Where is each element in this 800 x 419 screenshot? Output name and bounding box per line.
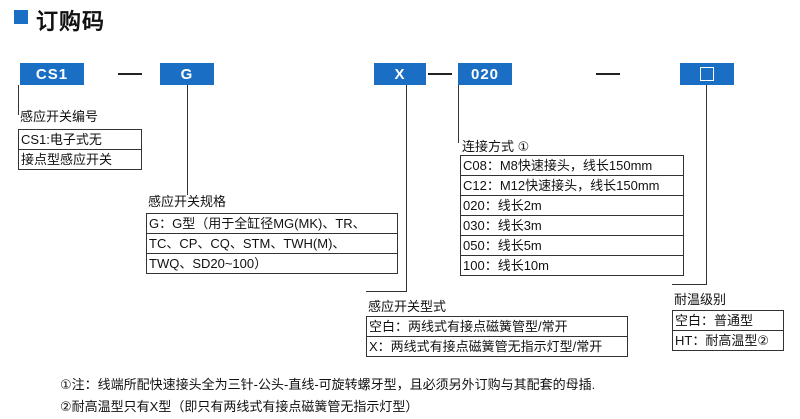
code-box-x: X xyxy=(374,63,426,85)
dash-3 xyxy=(596,73,620,75)
note-2: ②耐高温型只有X型（即只有两线式有接点磁簧管无指示灯型） xyxy=(60,399,419,414)
code-x-label: X xyxy=(394,65,406,83)
code-box-g: G xyxy=(160,63,214,85)
table-row: TWQ、SD20~100） xyxy=(147,254,397,274)
empty-square-icon xyxy=(700,67,714,81)
table-row: 100：线长10m xyxy=(461,256,683,276)
dash-2 xyxy=(428,73,452,75)
sensor-number-title: 感应开关编号 xyxy=(20,109,99,124)
table-row: X：两线式有接点磁簧管无指示灯型/常开 xyxy=(367,337,627,357)
title-marker xyxy=(14,10,28,24)
sensor-spec-table: G：G型（用于全缸径MG(MK)、TR、 TC、CP、CQ、STM、TWH(M)… xyxy=(146,213,398,274)
connection-title: 连接方式 ① xyxy=(462,139,530,154)
table-row: 030：线长3m xyxy=(461,216,683,236)
sensor-type-table: 空白：两线式有接点磁簧管型/常开 X：两线式有接点磁簧管无指示灯型/常开 xyxy=(366,316,628,357)
connector-temp-h xyxy=(672,284,707,285)
code-box-temp xyxy=(680,63,734,85)
table-row: 空白：普通型 xyxy=(673,311,783,331)
code-box-cs1: CS1 xyxy=(20,63,84,85)
connector-020 xyxy=(458,85,459,143)
table-row: C08：M8快速接头，线长150mm xyxy=(461,156,683,176)
connector-g xyxy=(187,85,188,195)
table-row: C12：M12快速接头，线长150mm xyxy=(461,176,683,196)
page-title: 订购码 xyxy=(36,9,106,34)
sensor-number-table: CS1:电子式无 接点型感应开关 xyxy=(18,129,142,170)
connector-cs1 xyxy=(18,85,19,115)
table-row: 050：线长5m xyxy=(461,236,683,256)
code-cs1-label: CS1 xyxy=(35,65,69,83)
sensor-spec-title: 感应开关规格 xyxy=(148,194,227,209)
table-row: 020：线长2m xyxy=(461,196,683,216)
table-row: G：G型（用于全缸径MG(MK)、TR、 xyxy=(147,214,397,234)
connector-temp xyxy=(706,85,707,285)
code-g-label: G xyxy=(180,65,194,83)
table-row: TC、CP、CQ、STM、TWH(M)、 xyxy=(147,234,397,254)
table-row: 空白：两线式有接点磁簧管型/常开 xyxy=(367,317,627,337)
sensor-type-title: 感应开关型式 xyxy=(368,299,447,314)
table-row: HT：耐高温型② xyxy=(673,331,783,351)
dash-1 xyxy=(118,73,142,75)
code-020-label: 020 xyxy=(470,65,500,83)
temp-grade-title: 耐温级别 xyxy=(674,292,727,307)
connector-x xyxy=(406,85,407,292)
connector-x-h xyxy=(366,291,407,292)
table-row: CS1:电子式无 xyxy=(19,130,141,150)
code-box-020: 020 xyxy=(458,63,512,85)
note-1: ①注：线端所配快速接头全为三针-公头-直线-可旋转螺牙型，且必须另外订购与其配套… xyxy=(60,377,596,392)
connection-table: C08：M8快速接头，线长150mm C12：M12快速接头，线长150mm 0… xyxy=(460,155,684,276)
temp-grade-table: 空白：普通型 HT：耐高温型② xyxy=(672,310,784,351)
table-row: 接点型感应开关 xyxy=(19,150,141,170)
